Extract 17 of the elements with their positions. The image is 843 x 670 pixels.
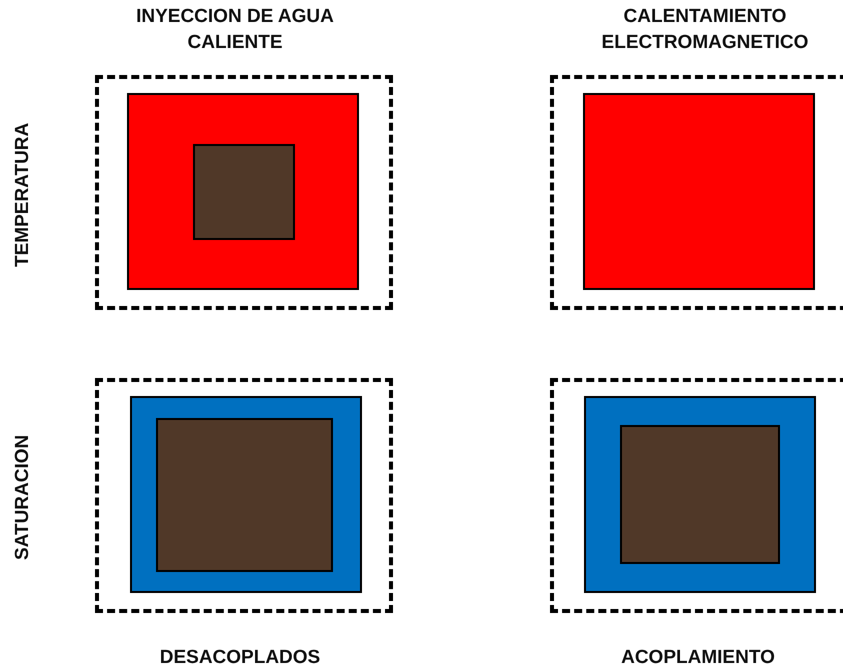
inner-square	[156, 418, 333, 572]
inner-square	[193, 144, 295, 240]
outer-square	[583, 93, 815, 290]
outer-square	[130, 396, 362, 593]
outer-square	[127, 93, 359, 290]
inner-square	[620, 425, 780, 564]
outer-square	[584, 396, 816, 593]
column-heading: INYECCION DE AGUA CALIENTE	[135, 5, 335, 55]
column-footer: ACOPLAMIENTO	[598, 645, 798, 670]
dashed-frame	[95, 75, 393, 310]
row-heading: TEMPERATURA	[11, 122, 34, 270]
dashed-frame	[95, 378, 393, 613]
dashed-frame	[550, 75, 843, 310]
column-heading: CALENTAMIENTO ELECTROMAGNETICO	[600, 5, 810, 55]
row-heading: SATURACION	[11, 434, 34, 562]
column-footer: DESACOPLADOS	[140, 645, 340, 670]
dashed-frame	[550, 378, 843, 613]
